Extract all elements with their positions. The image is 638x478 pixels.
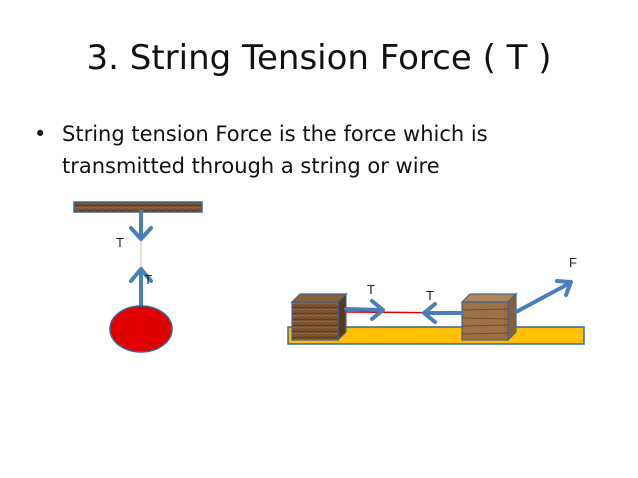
upper-tension-arrow xyxy=(129,210,153,241)
right-tension-label: T xyxy=(426,288,434,303)
bullet-text: String tension Force is the force which … xyxy=(62,122,488,178)
left-block xyxy=(290,292,348,342)
right-block xyxy=(460,292,518,342)
hanging-ball xyxy=(109,305,173,353)
left-tension-arrow xyxy=(344,299,385,321)
ceiling-bar xyxy=(73,201,203,213)
applied-force-arrow xyxy=(514,279,573,314)
bullet-dot: • xyxy=(34,122,47,146)
applied-force-label: F xyxy=(569,255,577,270)
slide-title: 3. String Tension Force ( T ) xyxy=(86,38,552,78)
upper-tension-label: T xyxy=(116,235,124,250)
left-tension-label: T xyxy=(367,282,375,297)
lower-tension-label: T xyxy=(144,272,152,287)
right-tension-arrow xyxy=(422,302,464,324)
